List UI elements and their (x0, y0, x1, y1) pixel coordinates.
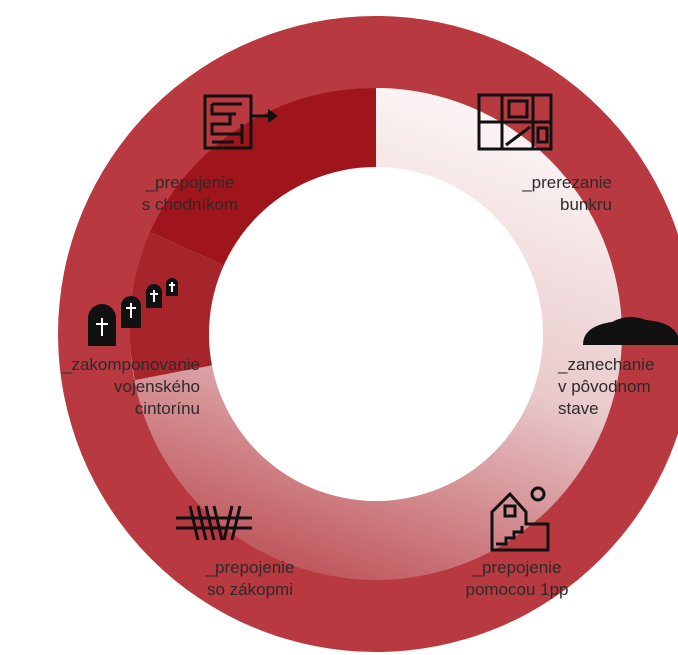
label-prerezanie-bunkru: _prerezanie bunkru (522, 173, 612, 214)
bunker-section-icon (477, 93, 553, 151)
label-prepojenie-1pp: _prepojenie pomocou 1pp (465, 558, 569, 599)
label-cintorin: _zakomponovanie vojenského cintorínu (62, 355, 200, 418)
label-prepojenie-chodnik: _prepojenie s chodníkom (141, 173, 239, 214)
barbed-wire-icon (176, 505, 252, 541)
label-zanechanie: _zanechanie v pôvodnom stave (558, 355, 655, 418)
center-hole (209, 167, 543, 501)
house-stairs-icon (490, 486, 550, 552)
graves-icon (88, 278, 178, 346)
maze-arrow-icon (203, 94, 278, 150)
label-prepojenie-zakopy: _prepojenie so zákopmi (205, 558, 295, 599)
bunker-mound-icon (583, 316, 678, 345)
